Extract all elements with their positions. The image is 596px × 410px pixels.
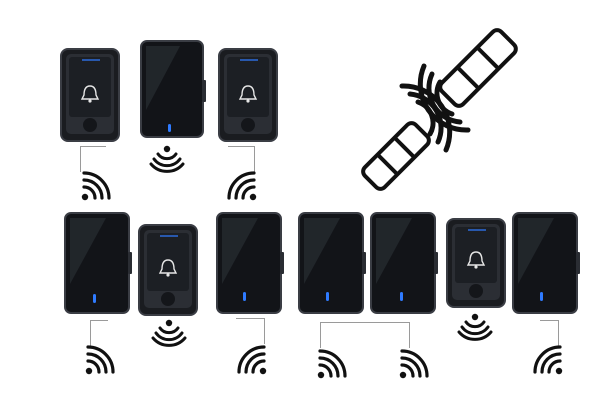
wifi-corner-icon <box>316 349 347 380</box>
connector-line <box>320 322 410 323</box>
wifi-corner-icon <box>237 345 268 376</box>
wifi-corner-icon <box>84 345 115 376</box>
wifi-corner-icon <box>398 349 429 380</box>
doorbell-receiver <box>298 212 366 316</box>
wifi-corner-icon <box>227 171 258 202</box>
doorbell-button-transmitter <box>60 48 120 142</box>
wireless-signal-icon <box>457 312 493 342</box>
connector-line <box>558 320 559 346</box>
wifi-corner-icon <box>533 345 564 376</box>
connector-line <box>264 318 265 344</box>
connector-line <box>236 318 264 319</box>
connector-line <box>228 146 254 147</box>
doorbell-receiver <box>140 40 206 140</box>
connector-line <box>80 146 81 172</box>
wireless-signal-icon <box>149 144 185 174</box>
wireless-signal-icon <box>151 318 187 348</box>
connector-line <box>540 320 558 321</box>
bell-icon <box>158 259 178 277</box>
connector-line <box>80 146 106 147</box>
doorbell-receiver <box>370 212 438 316</box>
connector-line <box>90 320 91 346</box>
blue-indicator-light <box>400 292 403 301</box>
doorbell-receiver <box>216 212 284 316</box>
connector-line <box>254 146 255 172</box>
bell-icon <box>80 85 100 103</box>
doorbell-button-transmitter <box>218 48 278 142</box>
doorbell-receiver <box>64 212 132 316</box>
doorbell-receiver <box>512 212 580 316</box>
blue-indicator-light <box>326 292 329 301</box>
connector-line <box>90 320 108 321</box>
doorbell-button-transmitter <box>446 218 506 308</box>
connector-line <box>409 322 410 348</box>
bell-icon <box>466 251 486 269</box>
bell-icon <box>238 85 258 103</box>
connector-line <box>320 322 321 348</box>
doorbell-button-transmitter <box>138 224 198 316</box>
blue-indicator-light <box>243 292 246 301</box>
satellite-icon <box>360 28 520 196</box>
blue-indicator-light <box>540 292 543 301</box>
wifi-corner-icon <box>80 171 111 202</box>
blue-indicator-light <box>168 124 171 132</box>
blue-indicator-light <box>93 294 96 303</box>
